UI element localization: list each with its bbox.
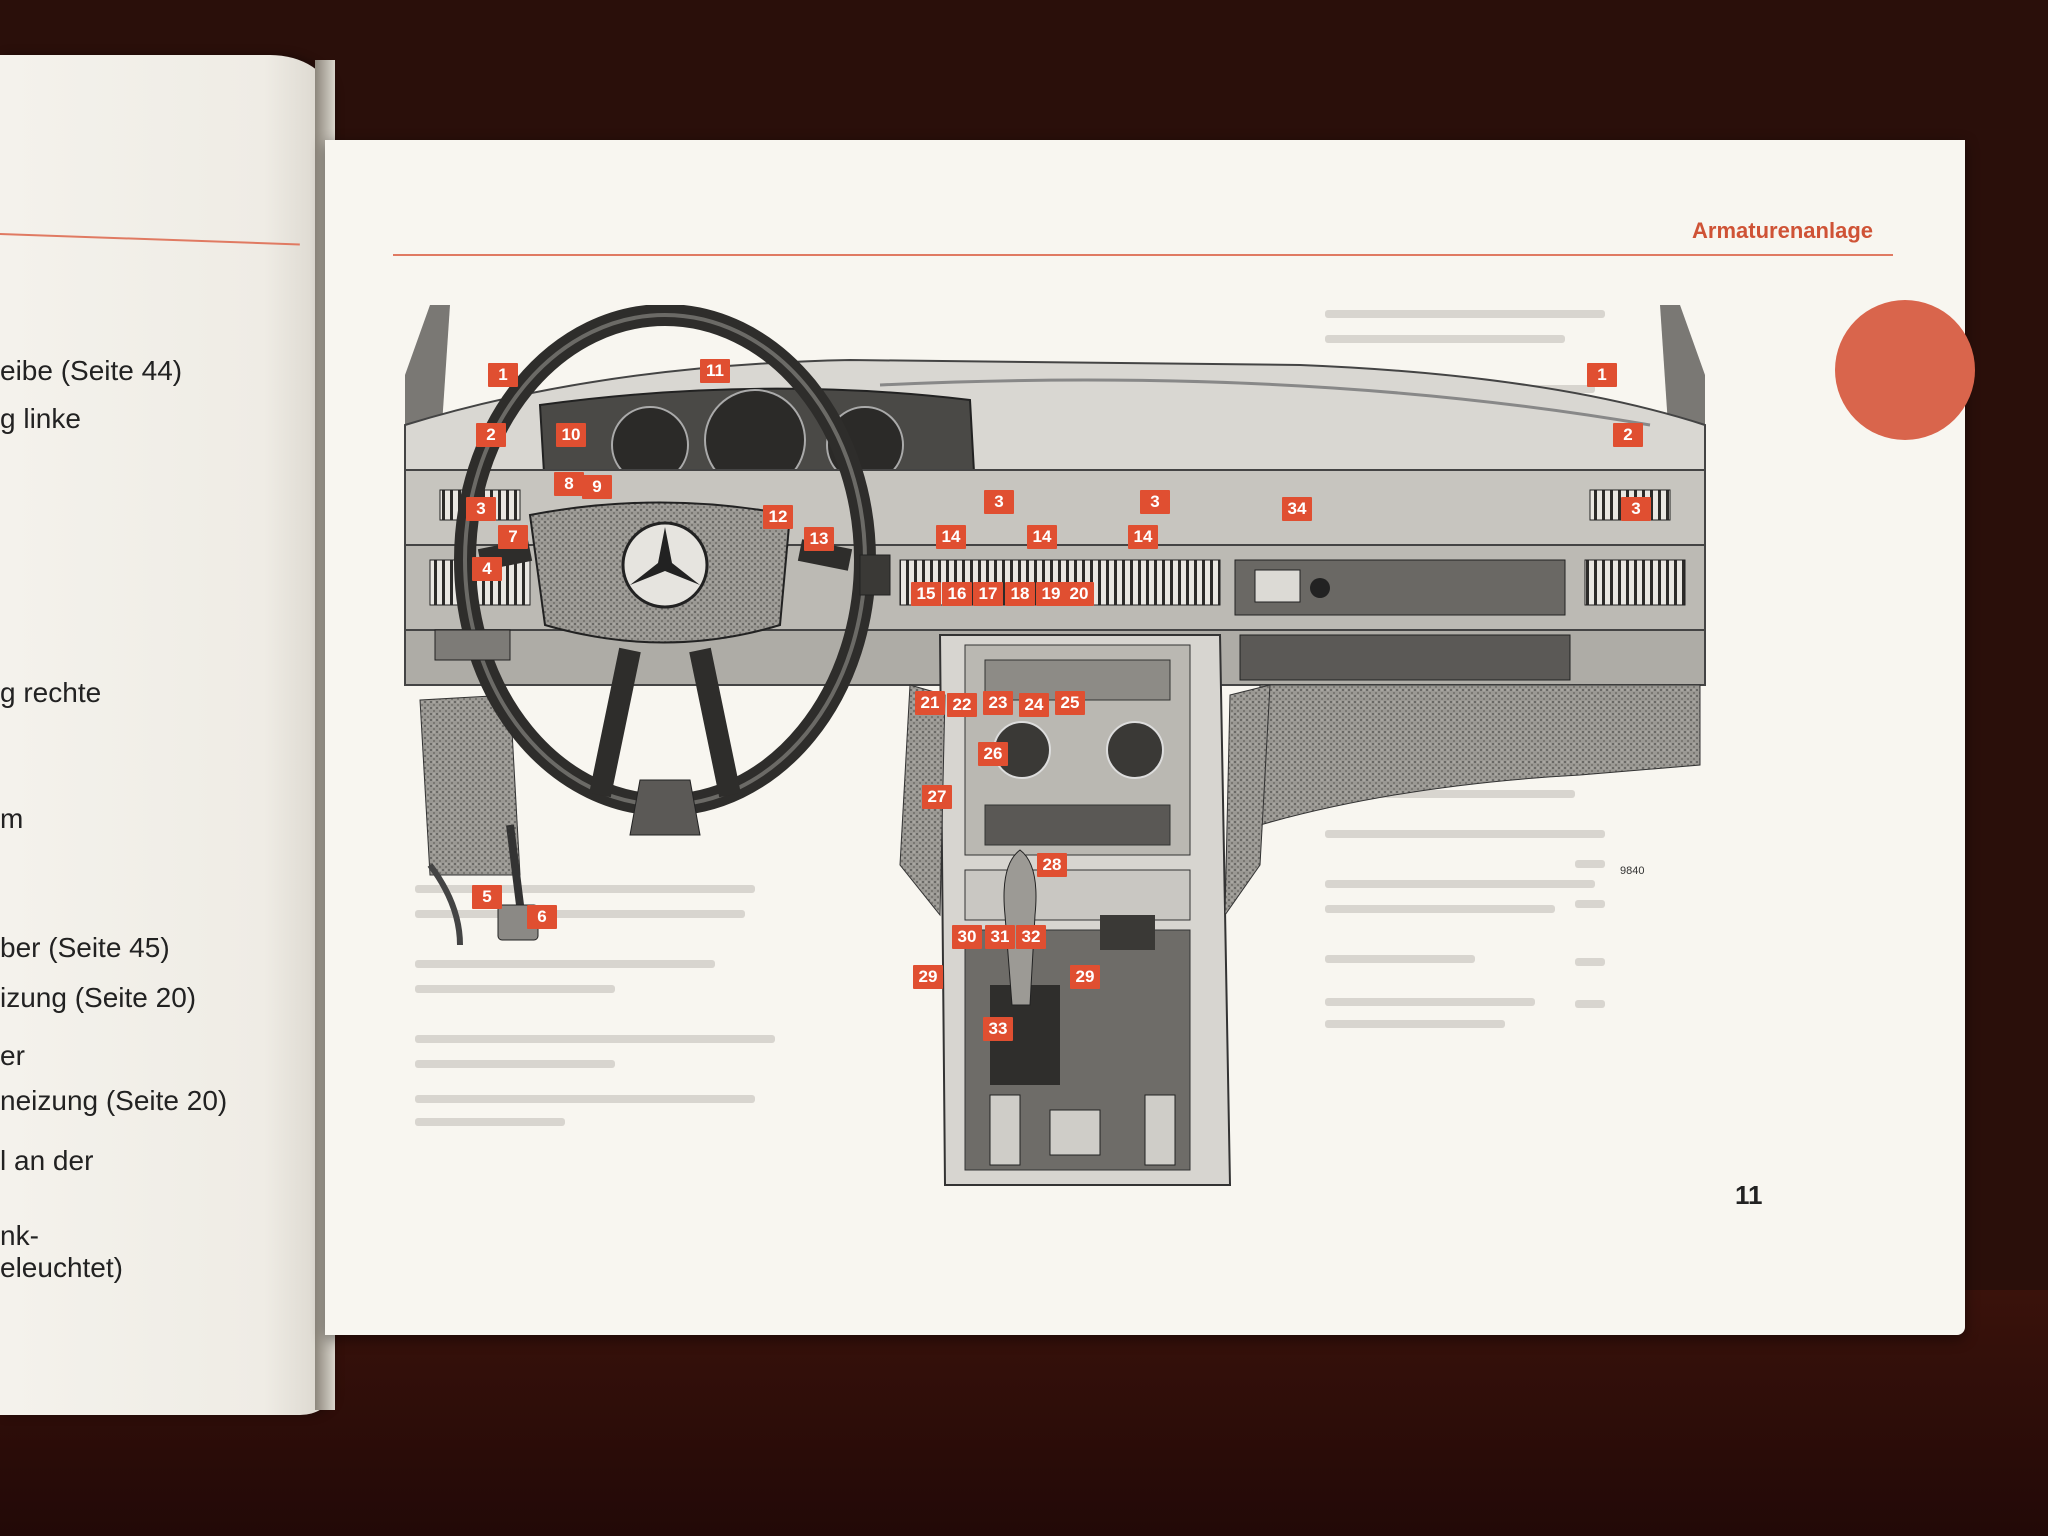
- callout-2: 2: [476, 423, 506, 447]
- callout-14: 14: [1027, 525, 1057, 549]
- callout-19: 19: [1036, 582, 1066, 606]
- left-line: ber (Seite 45): [0, 932, 170, 963]
- callout-25: 25: [1055, 691, 1085, 715]
- left-page-text: eibe (Seite 44) g linke g rechte m ber (…: [0, 55, 330, 1415]
- callout-13: 13: [804, 527, 834, 551]
- callout-20: 20: [1064, 582, 1094, 606]
- callout-5: 5: [472, 885, 502, 909]
- callout-30: 30: [952, 925, 982, 949]
- callout-21: 21: [915, 691, 945, 715]
- callout-31: 31: [985, 925, 1015, 949]
- callout-33: 33: [983, 1017, 1013, 1041]
- callout-26: 26: [978, 742, 1008, 766]
- callout-12: 12: [763, 505, 793, 529]
- dashboard-illustration: 1 1 2 2 3 3 3 3 4 5 6 7 8 9 10 11 12 13 …: [400, 305, 1710, 1215]
- chapter-tab-marker: [1835, 300, 1975, 440]
- callout-29: 29: [913, 965, 943, 989]
- callout-6: 6: [527, 905, 557, 929]
- callout-18: 18: [1005, 582, 1035, 606]
- callout-23: 23: [983, 691, 1013, 715]
- callout-24: 24: [1019, 693, 1049, 717]
- callout-7: 7: [498, 525, 528, 549]
- callout-10: 10: [556, 423, 586, 447]
- callout-1: 1: [488, 363, 518, 387]
- callout-3: 3: [1621, 497, 1651, 521]
- callout-8: 8: [554, 472, 584, 496]
- left-line: g linke: [0, 403, 81, 434]
- dashboard-drawing: [404, 305, 1706, 1186]
- callout-32: 32: [1016, 925, 1046, 949]
- callout-17: 17: [973, 582, 1003, 606]
- left-line: eibe (Seite 44): [0, 355, 183, 386]
- callout-9: 9: [582, 475, 612, 499]
- callout-3: 3: [466, 497, 496, 521]
- callout-3: 3: [984, 490, 1014, 514]
- drawing-number: 9840: [1620, 865, 1645, 877]
- left-page: eibe (Seite 44) g linke g rechte m ber (…: [0, 55, 330, 1415]
- callout-28: 28: [1037, 853, 1067, 877]
- left-line: g rechte: [0, 677, 102, 708]
- callout-4: 4: [472, 557, 502, 581]
- left-line: l an der: [0, 1145, 94, 1176]
- left-line: m: [0, 803, 24, 834]
- callout-29: 29: [1070, 965, 1100, 989]
- left-line: izung (Seite 20): [0, 982, 197, 1013]
- callout-34: 34: [1282, 497, 1312, 521]
- left-line: er: [0, 1040, 25, 1071]
- callout-15: 15: [911, 582, 941, 606]
- callout-14: 14: [936, 525, 966, 549]
- left-line: neizung (Seite 20): [0, 1085, 228, 1116]
- show-through-text: [325, 140, 1965, 1335]
- left-line: eleuchtet): [0, 1252, 123, 1283]
- section-title: Armaturenanlage: [1692, 218, 1873, 243]
- callout-27: 27: [922, 785, 952, 809]
- callout-16: 16: [942, 582, 972, 606]
- callout-14: 14: [1128, 525, 1158, 549]
- page-number: 11: [1735, 1180, 1763, 1210]
- callout-22: 22: [947, 693, 977, 717]
- callout-2: 2: [1613, 423, 1643, 447]
- header-rule: [393, 254, 1893, 256]
- callout-3: 3: [1140, 490, 1170, 514]
- callout-1: 1: [1587, 363, 1617, 387]
- left-line: nk-: [0, 1220, 39, 1251]
- callout-11: 11: [700, 359, 730, 383]
- right-page: Armaturenanlage: [325, 140, 1975, 1335]
